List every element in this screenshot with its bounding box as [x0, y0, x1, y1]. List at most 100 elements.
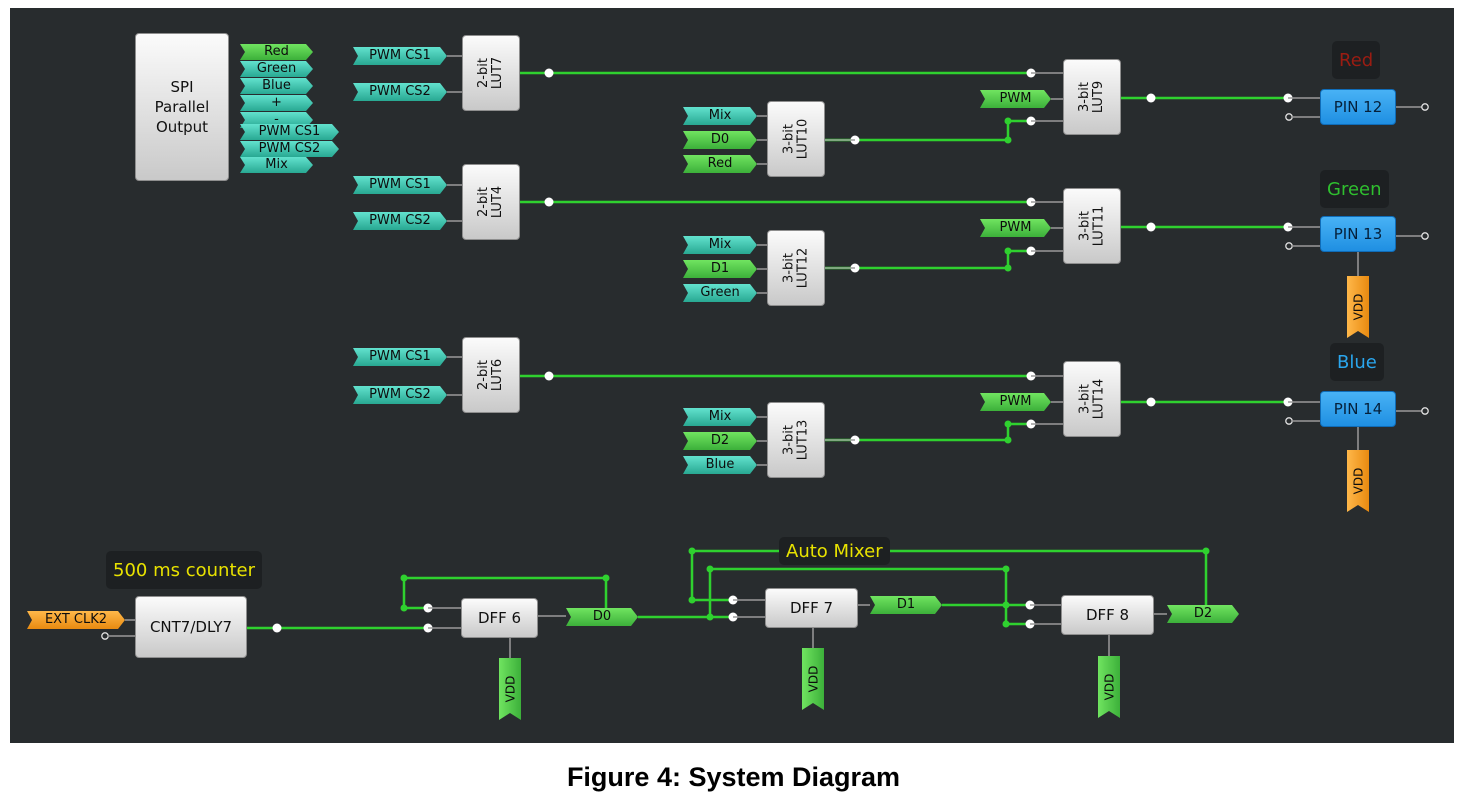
- dff8-vdd-label: VDD: [1102, 673, 1117, 701]
- clock-bus-wire: [708, 567, 1008, 624]
- wire-junction: [1002, 565, 1010, 573]
- spi-output-pwm-cs2: PWM CS2: [240, 141, 339, 157]
- junction-node: [1146, 93, 1156, 103]
- lut10-input-mix: Mix: [683, 107, 757, 125]
- wire-junction: [1004, 136, 1012, 144]
- dff8-output-d2: D2: [1167, 605, 1239, 623]
- dff8-block[interactable]: DFF 8: [1061, 595, 1154, 635]
- lut6-block[interactable]: 2-bit LUT6: [462, 337, 520, 413]
- lut13-label: 3-bit LUT13: [781, 419, 810, 461]
- auto-mixer-loop-wire: [690, 549, 1208, 614]
- pin14-name-label: Blue: [1330, 343, 1384, 381]
- dff7-vdd-flag: VDD: [802, 648, 824, 710]
- auto-mixer-label: Auto Mixer: [779, 537, 890, 565]
- wire-junction: [1002, 601, 1010, 609]
- lut4-input-pwm-cs2: PWM CS2: [353, 212, 447, 230]
- pin-open-input: [1285, 242, 1293, 250]
- dff6-feedback-wire: [402, 576, 608, 616]
- dff7-output-d1: D1: [870, 596, 942, 614]
- lut3-to-lut3-wire: [825, 119, 1031, 142]
- pin13-block[interactable]: PIN 13: [1320, 216, 1396, 252]
- lut7-input-pwm-cs1: PWM CS1: [353, 47, 447, 65]
- dff8-vdd-flag: VDD: [1098, 656, 1120, 718]
- spi-output-blue: Blue: [240, 78, 313, 94]
- spi-output-red: Red: [240, 44, 313, 60]
- pin-open-input: [1285, 417, 1293, 425]
- pin13-name-label: Green: [1320, 170, 1389, 208]
- cnt7-dly7-block[interactable]: CNT7/DLY7: [135, 596, 247, 658]
- lut6-label: 2-bit LUT6: [475, 358, 505, 392]
- wire-junction: [1004, 420, 1012, 428]
- lut4-label: 2-bit LUT4: [475, 185, 505, 219]
- spi-parallel-output-block[interactable]: SPI Parallel Output: [135, 33, 229, 181]
- lut12-input-mix: Mix: [683, 236, 757, 254]
- spi-output-mix: Mix: [240, 157, 313, 173]
- wire-junction: [1004, 117, 1012, 125]
- lut13-input-mix: Mix: [683, 408, 757, 426]
- lut9-input-pwm: PWM: [980, 90, 1051, 108]
- lut3-to-lut3-wire: [825, 422, 1031, 442]
- dff7-vdd-label: VDD: [806, 665, 821, 693]
- junction-node: [1146, 397, 1156, 407]
- spi-output-green: Green: [240, 61, 313, 77]
- lut9-label: 3-bit LUT9: [1076, 80, 1106, 114]
- counter-open-input: [101, 632, 109, 640]
- junction-node: [544, 68, 554, 78]
- counter-name-label: 500 ms counter: [106, 551, 262, 589]
- lut10-label: 3-bit LUT10: [781, 118, 810, 160]
- dff6-vdd-label: VDD: [503, 675, 518, 703]
- pin14-vdd-label: VDD: [1351, 467, 1366, 495]
- wire-junction: [706, 565, 714, 573]
- ext-clk2-input: EXT CLK2: [27, 611, 125, 629]
- lut9-block[interactable]: 3-bit LUT9: [1063, 59, 1121, 135]
- wire-junction: [602, 574, 610, 582]
- junction-node: [544, 371, 554, 381]
- wire-junction: [1004, 264, 1012, 272]
- lut13-block[interactable]: 3-bit LUT13: [767, 402, 825, 478]
- lut11-input-pwm: PWM: [980, 219, 1051, 237]
- dff7-block[interactable]: DFF 7: [765, 588, 858, 628]
- wire-junction: [1004, 436, 1012, 444]
- lut11-block[interactable]: 3-bit LUT11: [1063, 188, 1121, 264]
- wire-junction: [688, 547, 696, 555]
- lut14-block[interactable]: 3-bit LUT14: [1063, 361, 1121, 437]
- junction-node: [1146, 222, 1156, 232]
- spi-output-plus: +: [240, 95, 313, 111]
- pin13-vdd-flag: VDD: [1347, 276, 1369, 338]
- lut12-block[interactable]: 3-bit LUT12: [767, 230, 825, 306]
- pin-open-output: [1421, 103, 1429, 111]
- lut6-input-pwm-cs2: PWM CS2: [353, 386, 447, 404]
- lut12-input-green: Green: [683, 284, 757, 302]
- pin-open-input: [1285, 113, 1293, 121]
- lut7-label: 2-bit LUT7: [475, 56, 505, 90]
- pin-open-output: [1421, 407, 1429, 415]
- lut12-input-d1: D1: [683, 260, 757, 278]
- dff6-block[interactable]: DFF 6: [461, 598, 538, 638]
- wire-junction: [400, 604, 408, 612]
- wire-layer: [101, 55, 1429, 658]
- lut14-input-pwm: PWM: [980, 393, 1051, 411]
- pin13-vdd-label: VDD: [1351, 293, 1366, 321]
- pin-open-output: [1421, 232, 1429, 240]
- lut12-label: 3-bit LUT12: [781, 247, 810, 289]
- lut7-block[interactable]: 2-bit LUT7: [462, 35, 520, 111]
- lut11-label: 3-bit LUT11: [1077, 205, 1106, 247]
- pin14-block[interactable]: PIN 14: [1320, 391, 1396, 427]
- lut10-block[interactable]: 3-bit LUT10: [767, 101, 825, 177]
- lut3-to-lut3-wire: [825, 249, 1031, 270]
- pin12-block[interactable]: PIN 12: [1320, 89, 1396, 125]
- wire-junction: [1004, 247, 1012, 255]
- lut4-block[interactable]: 2-bit LUT4: [462, 164, 520, 240]
- lut14-label: 3-bit LUT14: [1077, 378, 1106, 420]
- figure-caption: Figure 4: System Diagram: [566, 762, 901, 792]
- pin14-vdd-flag: VDD: [1347, 450, 1369, 512]
- junction-node: [272, 623, 282, 633]
- lut13-input-blue: Blue: [683, 456, 757, 474]
- junction-node: [544, 197, 554, 207]
- lut10-input-d0: D0: [683, 131, 757, 149]
- lut7-input-pwm-cs2: PWM CS2: [353, 83, 447, 101]
- wire-junction: [400, 574, 408, 582]
- lut6-input-pwm-cs1: PWM CS1: [353, 348, 447, 366]
- wire-junction: [1002, 620, 1010, 628]
- dff6-output-d0: D0: [566, 608, 638, 626]
